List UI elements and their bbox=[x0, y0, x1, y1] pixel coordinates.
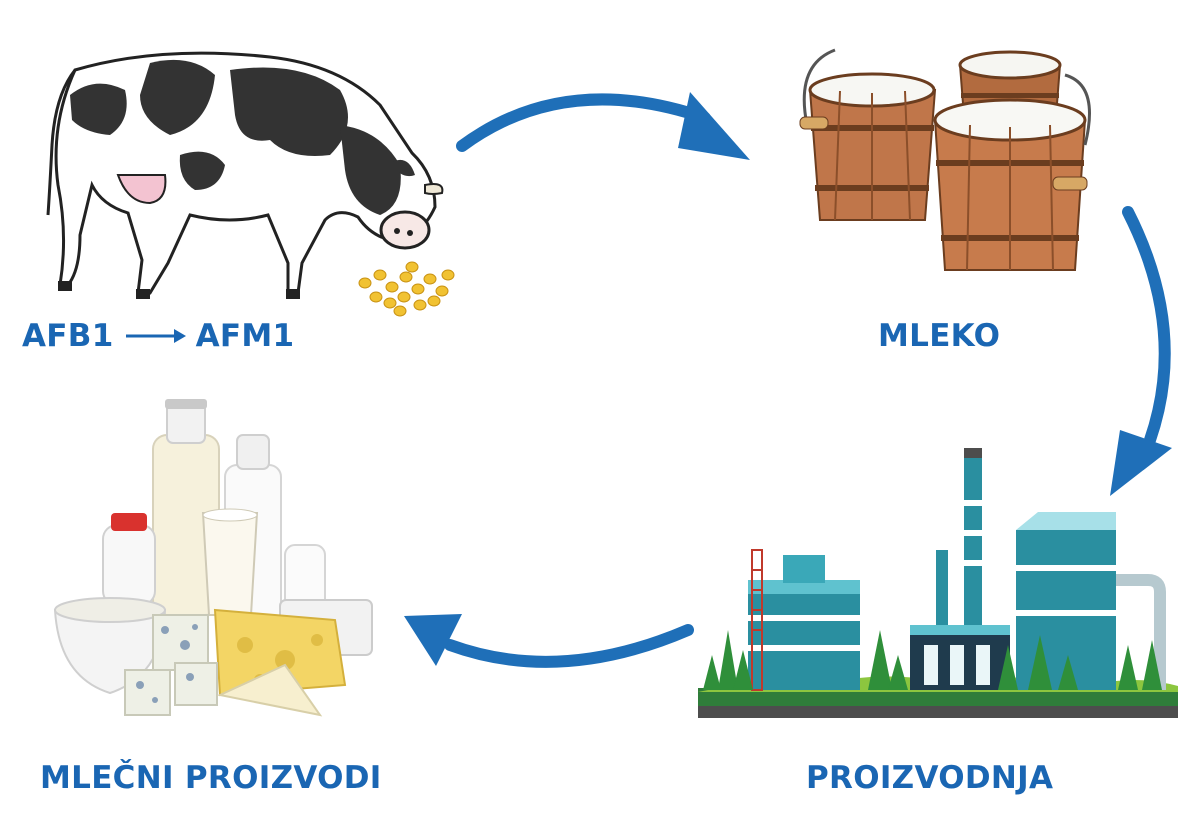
yogurt-bottle bbox=[102, 513, 156, 606]
arrow-cow-to-milk bbox=[456, 92, 750, 160]
factory-label: PROIZVODNJA bbox=[806, 760, 1054, 796]
wooden-milk-buckets-icon bbox=[799, 48, 1091, 271]
cow-label: AFB1 AFM1 bbox=[22, 318, 294, 354]
label-afm1: AFM1 bbox=[195, 318, 295, 354]
glass-of-milk bbox=[201, 508, 259, 616]
cow-eating-corn-icon bbox=[46, 51, 455, 317]
milk-panel bbox=[795, 35, 1105, 280]
dairy-label: MLEČNI PROIZVODI bbox=[40, 760, 382, 796]
factory-icon bbox=[698, 448, 1178, 718]
brie-wedge bbox=[216, 663, 323, 717]
arrow-milk-to-factory bbox=[1110, 206, 1172, 496]
arrow-factory-to-dairy bbox=[404, 614, 694, 668]
blue-cheese bbox=[124, 614, 218, 716]
bucket-left bbox=[799, 48, 937, 221]
dairy-products-icon bbox=[53, 399, 373, 717]
factory-panel bbox=[698, 440, 1178, 730]
trees bbox=[703, 630, 1162, 690]
milk-label: MLEKO bbox=[878, 318, 1001, 354]
milk-bottle-tall bbox=[152, 399, 220, 616]
label-afb1: AFB1 bbox=[22, 318, 114, 354]
dairy-panel bbox=[45, 395, 390, 735]
corn-kernels bbox=[358, 261, 455, 317]
right-arrow-icon bbox=[125, 329, 186, 343]
bucket-front-right bbox=[933, 73, 1091, 271]
cow-panel bbox=[40, 35, 460, 320]
